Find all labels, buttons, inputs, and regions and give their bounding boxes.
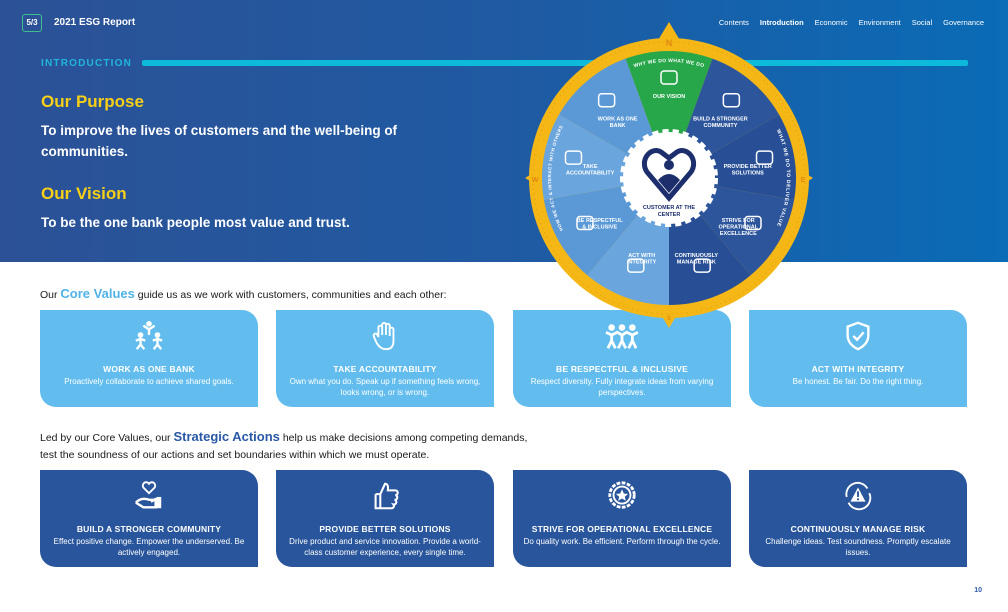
card-title: WORK AS ONE BANK (103, 364, 195, 374)
nav-environment[interactable]: Environment (858, 18, 901, 27)
card-description: Be honest. Be fair. Do the right thing. (792, 377, 924, 386)
diverse-people-icon (605, 324, 639, 349)
raised-hand-icon (372, 321, 395, 351)
nav-introduction[interactable]: Introduction (759, 18, 804, 27)
compass-n: N (666, 38, 673, 48)
card-title: TAKE ACCOUNTABILITY (333, 364, 437, 374)
nav-social[interactable]: Social (911, 18, 933, 27)
core_values-card: ACT WITH INTEGRITY Be honest. Be fair. Do… (749, 310, 967, 407)
purpose-heading: Our Purpose (41, 92, 144, 111)
vision-text: To be the one bank people most value and… (41, 215, 350, 230)
top-nav: Contents Introduction Economic Environme… (719, 18, 984, 27)
core-values-intro: Our Core Values guide us as we work with… (40, 286, 447, 301)
section-divider (142, 60, 968, 66)
strategic-actions-intro: Led by our Core Values, our Strategic Ac… (40, 429, 528, 461)
card-description: Proactively collaborate to achieve share… (64, 377, 234, 386)
card-title: CONTINUOUSLY MANAGE RISK (790, 524, 926, 534)
core_values-card: BE RESPECTFUL & INCLUSIVE Respect diversi… (513, 310, 731, 407)
nav-contents[interactable]: Contents (718, 18, 749, 27)
segment-icon (755, 150, 774, 165)
card-description: Drive product and service innovation. Pr… (289, 537, 481, 557)
card-title: PROVIDE BETTER SOLUTIONS (319, 524, 451, 534)
purpose-text: To improve the lives of customers and th… (41, 123, 398, 159)
fifth-third-logo[interactable]: 5/3 (22, 14, 42, 32)
card-title: ACT WITH INTEGRITY (811, 364, 905, 374)
core_values-card: TAKE ACCOUNTABILITY Own what you do. Spea… (276, 310, 494, 407)
card-description: Challenge ideas. Test soundness. Promptl… (765, 537, 951, 557)
segment-label: OUR VISION (653, 94, 685, 100)
hero-banner (0, 0, 1008, 262)
card-description: Do quality work. Be efficient. Perform t… (523, 537, 721, 546)
segment-icon (564, 150, 583, 165)
segment-icon (660, 70, 678, 85)
strategic_actions-card: STRIVE FOR OPERATIONAL EXCELLENCE Do qual… (513, 470, 731, 567)
segment-icon (597, 92, 616, 108)
compass-e: E (801, 177, 806, 184)
compass-w: W (532, 177, 539, 184)
card-title: BE RESPECTFUL & INCLUSIVE (556, 364, 688, 374)
svg-text:WHY WE DO WHAT WE DO: WHY WE DO WHAT WE DO (633, 58, 705, 69)
strategic_actions-card: PROVIDE BETTER SOLUTIONS Drive product an… (276, 470, 494, 567)
warning-cycle-icon (845, 481, 872, 511)
segment-icon (744, 215, 762, 231)
thumbs-up-icon (374, 482, 399, 510)
card-description: Respect diversity. Fully integrate ideas… (530, 377, 714, 397)
shield-check-icon (846, 321, 870, 351)
nav-economic[interactable]: Economic (814, 18, 848, 27)
strategic_actions-card: CONTINUOUSLY MANAGE RISK Challenge ideas.… (749, 470, 967, 567)
vision-heading: Our Vision (41, 184, 127, 203)
strategic_actions-card: BUILD A STRONGER COMMUNITY Effect positiv… (40, 470, 258, 567)
segment-label: BE RESPECTFUL& INCLUSIVE (577, 218, 623, 231)
people-pyramid-icon (135, 320, 163, 350)
heart-hand-icon (134, 481, 162, 509)
compass-s: S (667, 316, 671, 322)
report-title: 2021 ESG Report (54, 17, 136, 28)
section-label: INTRODUCTION (41, 58, 133, 69)
segment-icon (576, 215, 594, 231)
page-number: 10 (974, 587, 982, 594)
card-description: Effect positive change. Empower the unde… (53, 537, 245, 557)
center-label-2: CENTER (658, 212, 681, 218)
center-label-1: CUSTOMER AT THE (643, 205, 695, 211)
ring-top-label: WHY WE DO WHAT WE DO (633, 58, 704, 69)
card-title: STRIVE FOR OPERATIONAL EXCELLENCE (531, 524, 713, 534)
card-title: BUILD A STRONGER COMMUNITY (76, 524, 222, 534)
core_values-card: WORK AS ONE BANK Proactively collaborate … (40, 310, 258, 407)
segment-icon (722, 92, 741, 108)
card-description: Own what you do. Speak up if something f… (289, 377, 481, 397)
nav-governance[interactable]: Governance (943, 18, 984, 27)
segment-our-vision (625, 51, 713, 178)
segment-icon (693, 258, 711, 273)
star-badge-icon (608, 481, 636, 509)
segment-icon (627, 258, 645, 273)
